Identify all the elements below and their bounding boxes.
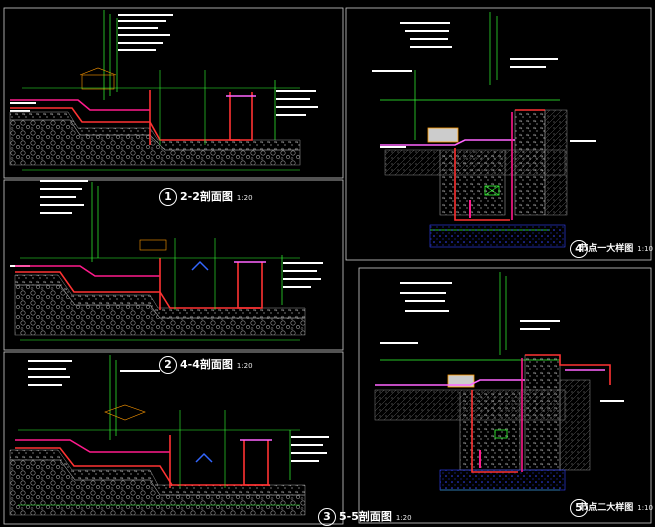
frame-section-3 [3,351,344,525]
section-1-scale: 1:20 [236,194,253,202]
section-2-title-text: 4-4剖面图 [180,358,233,371]
section-4-number: 4 [570,240,588,258]
section-3-title-text: 5-5剖面图 [339,510,392,523]
section-5-number: 5 [570,499,588,517]
section-5-drawing [374,272,624,491]
frame-section-4 [345,7,652,261]
section-2-scale: 1:20 [236,362,253,370]
section-3-number: 3 [318,508,336,526]
section-2-drawing [10,180,323,341]
section-5-title-text: 节点二大样图 [579,503,634,513]
section-3-drawing [9,355,329,516]
section-4-scale: 1:10 [637,245,653,253]
section-4-drawing [372,12,596,248]
panel-frames [3,7,652,525]
section-3-scale: 1:20 [395,514,412,522]
section-2-number: 2 [159,356,177,374]
section-4-title-text: 节点一大样图 [579,244,634,254]
frame-section-5 [358,267,652,524]
section-1-number: 1 [159,188,177,206]
section-1-title-text: 2-2剖面图 [180,190,233,203]
section-1-drawing [9,10,318,171]
frame-section-2 [3,179,344,351]
frame-section-1 [3,7,344,179]
section-5-scale: 1:10 [637,504,653,512]
